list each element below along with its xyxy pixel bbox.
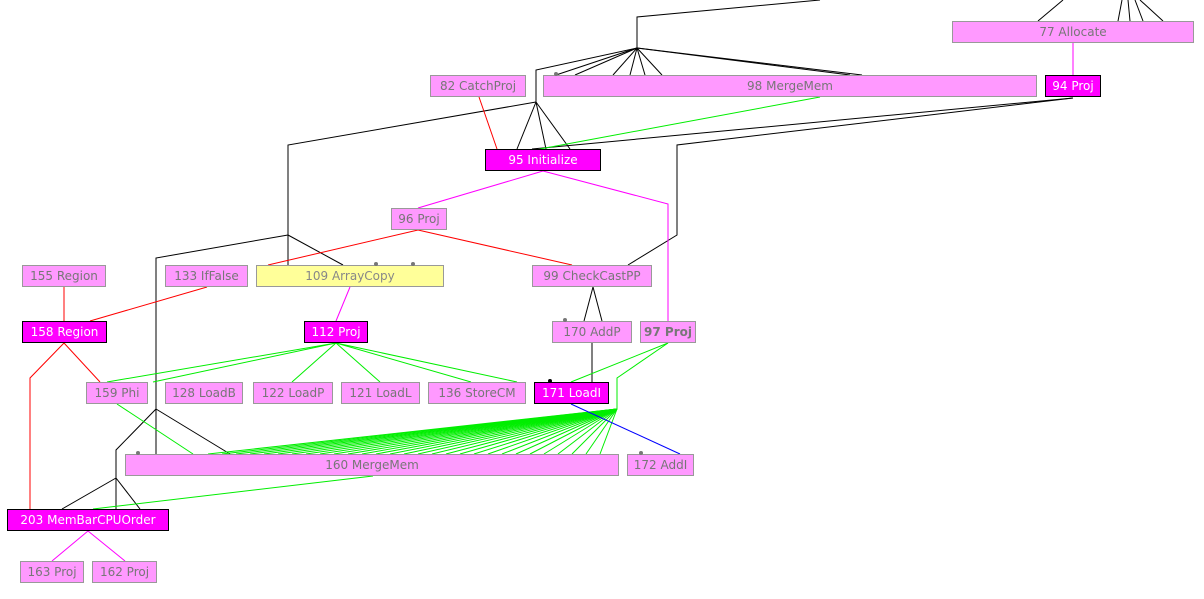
memory-edge — [515, 408, 618, 455]
memory-edge — [473, 408, 618, 455]
memory-edge — [571, 408, 618, 455]
input-slot-dot — [411, 262, 415, 266]
region-edges — [29, 96, 573, 509]
input-slot-dot — [563, 318, 567, 322]
node-95-initialize[interactable]: 95 Initialize — [485, 149, 601, 171]
node-99-checkcastpp[interactable]: 99 CheckCastPP — [532, 265, 652, 287]
node-163-proj[interactable]: 163 Proj — [20, 561, 84, 583]
node-172-addi[interactable]: 172 AddI — [627, 454, 694, 476]
input-slot-dot — [136, 451, 140, 455]
node-97-proj[interactable]: 97 Proj — [640, 321, 696, 343]
memory-edge — [459, 408, 618, 455]
memory-edge — [487, 408, 618, 455]
memory-edge — [403, 408, 618, 455]
node-133-iffalse[interactable]: 133 IfFalse — [165, 265, 248, 287]
control-edges — [61, 0, 1164, 510]
node-77-allocate[interactable]: 77 Allocate — [952, 21, 1194, 43]
node-109-arraycopy[interactable]: 109 ArrayCopy — [256, 265, 444, 287]
memory-edge — [431, 408, 618, 455]
node-162-proj[interactable]: 162 Proj — [92, 561, 157, 583]
node-155-region[interactable]: 155 Region — [22, 265, 106, 287]
node-128-loadb[interactable]: 128 LoadB — [165, 382, 243, 404]
node-82-catchproj[interactable]: 82 CatchProj — [430, 75, 526, 97]
data-edges — [570, 403, 681, 455]
node-203-membarcpuorder[interactable]: 203 MemBarCPUOrder — [7, 509, 169, 531]
node-112-proj[interactable]: 112 Proj — [304, 321, 368, 343]
memory-fan-edges — [207, 408, 618, 455]
input-slot-dot — [548, 379, 552, 383]
memory-edge — [599, 408, 618, 455]
node-159-phi[interactable]: 159 Phi — [86, 382, 148, 404]
node-96-proj[interactable]: 96 Proj — [391, 208, 447, 230]
node-158-region[interactable]: 158 Region — [22, 321, 107, 343]
node-170-addp[interactable]: 170 AddP — [552, 321, 632, 343]
projection-edges — [51, 43, 1074, 562]
node-171-loadi[interactable]: 171 LoadI — [534, 382, 609, 404]
memory-edges — [92, 96, 821, 510]
node-94-proj[interactable]: 94 Proj — [1045, 75, 1101, 97]
memory-edge — [445, 408, 618, 455]
input-slot-dot — [374, 262, 378, 266]
node-136-storecm[interactable]: 136 StoreCM — [428, 382, 526, 404]
memory-edge — [557, 408, 618, 455]
memory-edge — [585, 408, 618, 455]
node-160-mergemem[interactable]: 160 MergeMem — [125, 454, 619, 476]
memory-edge — [543, 408, 618, 455]
node-98-mergemem[interactable]: 98 MergeMem — [543, 75, 1037, 97]
input-slot-dot — [554, 72, 558, 76]
node-122-loadp[interactable]: 122 LoadP — [253, 382, 333, 404]
memory-edge — [417, 408, 618, 455]
node-121-loadl[interactable]: 121 LoadL — [341, 382, 420, 404]
input-slot-dot — [639, 451, 643, 455]
memory-edge — [529, 408, 618, 455]
